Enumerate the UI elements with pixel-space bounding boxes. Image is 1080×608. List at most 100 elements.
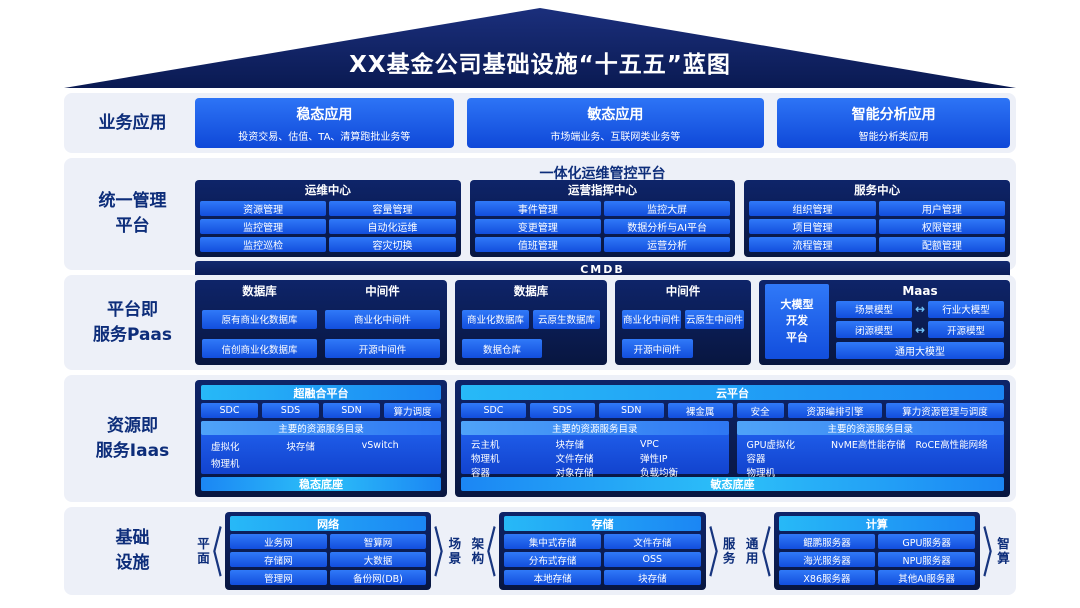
catalog-item: 容器 <box>471 468 491 479</box>
compute-group: 通用 计算 鲲鹏服务器 GPU服务器 海光服务器 NPU服务器 X86服务器 其… <box>744 512 1010 590</box>
catalog-item: GPU虚拟化 <box>746 440 796 451</box>
cloud-button-row: SDC SDS SDN 裸金属 安全 资源编排引擎 算力资源管理与调度 <box>461 403 1004 418</box>
diagram-block: 开源模型 <box>928 321 1004 339</box>
diagram-block: NPU服务器 <box>878 552 975 567</box>
llm-dev-platform-block: 大模型 开发 平台 <box>765 284 829 359</box>
cloud-platform-panel: 云平台 SDC SDS SDN 裸金属 安全 资源编排引擎 算力资源管理与调度 … <box>455 380 1010 497</box>
row-label-management: 统一管理 平台 <box>98 191 167 236</box>
row-label-business-apps: 业务应用 <box>98 112 167 133</box>
service-center-grid: 组织管理 用户管理 项目管理 权限管理 流程管理 配额管理 <box>749 201 1006 252</box>
diagram-block: 监控巡检 <box>200 237 327 252</box>
cloud-mw-panel: 中间件 商业化中间件 云原生中间件 开源中间件 <box>615 280 751 365</box>
diagram-block: 权限管理 <box>878 219 1006 234</box>
app-card-stable: 稳态应用 投资交易、估值、TA、清算跑批业务等 <box>195 98 454 148</box>
diagram-block: 文件存储 <box>603 534 701 549</box>
diagram-block: 商业化中间件 <box>325 309 440 329</box>
cloud-db-pair: 商业化数据库 云原生数据库 <box>462 309 600 329</box>
cloud-db-panel: 数据库 商业化数据库 云原生数据库 数据仓库 <box>455 280 607 365</box>
management-body: 一体化运维管控平台 运维中心 资源管理 容量管理 监控管理 自动化运维 监控巡检… <box>195 163 1011 278</box>
infrastructure-body: 平面 网络 业务网 智算网 存储网 大数据 管理网 备份网(DB) 场景 <box>195 512 1010 590</box>
diagram-block: SDN <box>598 403 664 418</box>
hci-button-row: SDC SDS SDN 算力调度 <box>201 403 441 418</box>
diagram-block: 商业化中间件 <box>622 309 681 329</box>
cloud-service-catalog-hpc: 主要的资源服务目录 GPU虚拟化 NvME高性能存储 RoCE高性能网络 容器 … <box>736 421 1004 479</box>
panel-title: 运维中心 <box>304 183 351 197</box>
panel-title: 数据库 <box>513 284 549 298</box>
row-label-iaas: 资源即 服务Iaas <box>95 415 170 461</box>
diagram-block: 行业大模型 <box>928 300 1004 318</box>
diagram-block: 变更管理 <box>474 219 601 234</box>
app-card-title: 稳态应用 <box>296 106 353 123</box>
app-card-analytics: 智能分析应用 智能分析类应用 <box>777 98 1010 148</box>
diagram-block: 监控管理 <box>200 219 327 234</box>
panel-title: 超融合平台 <box>201 385 441 400</box>
cloud-hpc-catalog-grid: GPU虚拟化 NvME高性能存储 RoCE高性能网络 容器 物理机 <box>737 435 1005 481</box>
chevron-left-icon <box>213 525 222 577</box>
diagram-block: 资源编排引擎 <box>787 403 883 418</box>
diagram-block: 事件管理 <box>474 201 601 216</box>
diagram-block: SDS <box>529 403 595 418</box>
cloud-service-catalog-general: 主要的资源服务目录 云主机 块存储 VPC 物理机 文件存储 弹性IP 容器 对… <box>461 421 729 479</box>
chevron-right-icon <box>434 525 444 577</box>
diagram-block: 块存储 <box>603 570 701 585</box>
diagram-block: 管理网 <box>230 570 327 585</box>
app-card-subtitle: 智能分析类应用 <box>858 131 929 143</box>
diagram-block: 原有商业化数据库 <box>202 309 317 329</box>
app-card-title: 敏态应用 <box>587 106 644 123</box>
diagram-block: 场景模型 <box>836 300 912 318</box>
catalog-item: 块存储 <box>286 441 315 453</box>
swap-arrow-icon: ↔ <box>914 322 926 337</box>
diagram-block: X86服务器 <box>778 570 876 585</box>
compute-grid: 鲲鹏服务器 GPU服务器 海光服务器 NPU服务器 X86服务器 其他AI服务器 <box>778 534 975 585</box>
diagram-block: 备份网(DB) <box>329 570 427 585</box>
chevron-right-icon <box>983 525 992 577</box>
diagram-block: 存储网 <box>230 552 327 567</box>
panel-title: 存储 <box>504 516 701 531</box>
panel-title: 服务中心 <box>854 183 901 197</box>
diagram-block: 大数据 <box>329 552 427 567</box>
row-business-apps: 业务应用 稳态应用 投资交易、估值、TA、清算跑批业务等 敏态应用 市场端业务、… <box>64 93 1016 153</box>
cloud-catalogs: 主要的资源服务目录 云主机 块存储 VPC 物理机 文件存储 弹性IP 容器 对… <box>461 421 1004 479</box>
row-infrastructure: 基础 设施 平面 网络 业务网 智算网 存储网 大数据 管理网 备份网(DB) <box>64 507 1016 595</box>
ops-center-panel: 运维中心 资源管理 容量管理 监控管理 自动化运维 监控巡检 容灾切换 <box>195 180 461 257</box>
catalog-item: 云主机 <box>471 440 500 451</box>
diagram-block: 项目管理 <box>749 219 876 234</box>
catalog-title: 主要的资源服务目录 <box>201 421 441 435</box>
roof-banner: XX基金公司基础设施“十五五”蓝图 <box>64 8 1016 88</box>
row-label-infrastructure: 基础 设施 <box>115 528 150 573</box>
diagram-block: 流程管理 <box>749 237 876 252</box>
management-centers: 运维中心 资源管理 容量管理 监控管理 自动化运维 监控巡检 容灾切换 运营指挥… <box>195 180 1011 257</box>
diagram-block: 分布式存储 <box>504 552 601 567</box>
diagram-block: 海光服务器 <box>778 552 876 567</box>
diagram-block: 开源中间件 <box>622 339 693 358</box>
group-left-label: 平面 <box>195 536 210 566</box>
diagram-block: 鲲鹏服务器 <box>778 534 876 549</box>
column-title: 中间件 <box>365 284 400 298</box>
diagram-block: 开源中间件 <box>325 339 440 358</box>
catalog-item: 负载均衡 <box>640 468 679 479</box>
catalog-item: 弹性IP <box>640 454 668 465</box>
diagram-block: 数据分析与AI平台 <box>604 219 731 234</box>
diagram-block: 数据仓库 <box>462 339 543 358</box>
app-card-title: 智能分析应用 <box>851 106 936 123</box>
chevron-left-icon <box>761 525 771 577</box>
maas-panel: 大模型 开发 平台 Maas 场景模型 ↔ 行业大模型 闭源模型 ↔ 开源模型 … <box>759 280 1010 365</box>
row-label-paas: 平台即 服务Paas <box>92 299 173 345</box>
catalog-item: vSwitch <box>361 440 399 452</box>
diagram-block: 智算网 <box>329 534 427 549</box>
catalog-title: 主要的资源服务目录 <box>736 421 1004 435</box>
panel-title: 云平台 <box>461 385 1004 400</box>
storage-group: 架构 存储 集中式存储 文件存储 分布式存储 OSS 本地存储 块存储 服务 <box>469 512 736 590</box>
page-title: XX基金公司基础设施“十五五”蓝图 <box>349 52 731 78</box>
catalog-item: 容器 <box>746 454 766 465</box>
app-card-agile: 敏态应用 市场端业务、互联网类业务等 <box>466 98 765 148</box>
diagram-block: 容量管理 <box>329 201 456 216</box>
diagram-block: 其他AI服务器 <box>878 570 975 585</box>
hci-platform-panel: 超融合平台 SDC SDS SDN 算力调度 主要的资源服务目录 虚拟化 块存储… <box>195 380 447 497</box>
diagram-block: 容灾切换 <box>329 237 456 252</box>
agile-base-bar: 敏态底座 <box>461 477 1004 491</box>
swap-arrow-icon: ↔ <box>914 302 926 317</box>
paas-body: 数据库 原有商业化数据库 信创商业化数据库 中间件 商业化中间件 开源中间件 数… <box>195 280 1010 365</box>
maas-main: Maas 场景模型 ↔ 行业大模型 闭源模型 ↔ 开源模型 通用大模型 <box>836 284 1004 359</box>
